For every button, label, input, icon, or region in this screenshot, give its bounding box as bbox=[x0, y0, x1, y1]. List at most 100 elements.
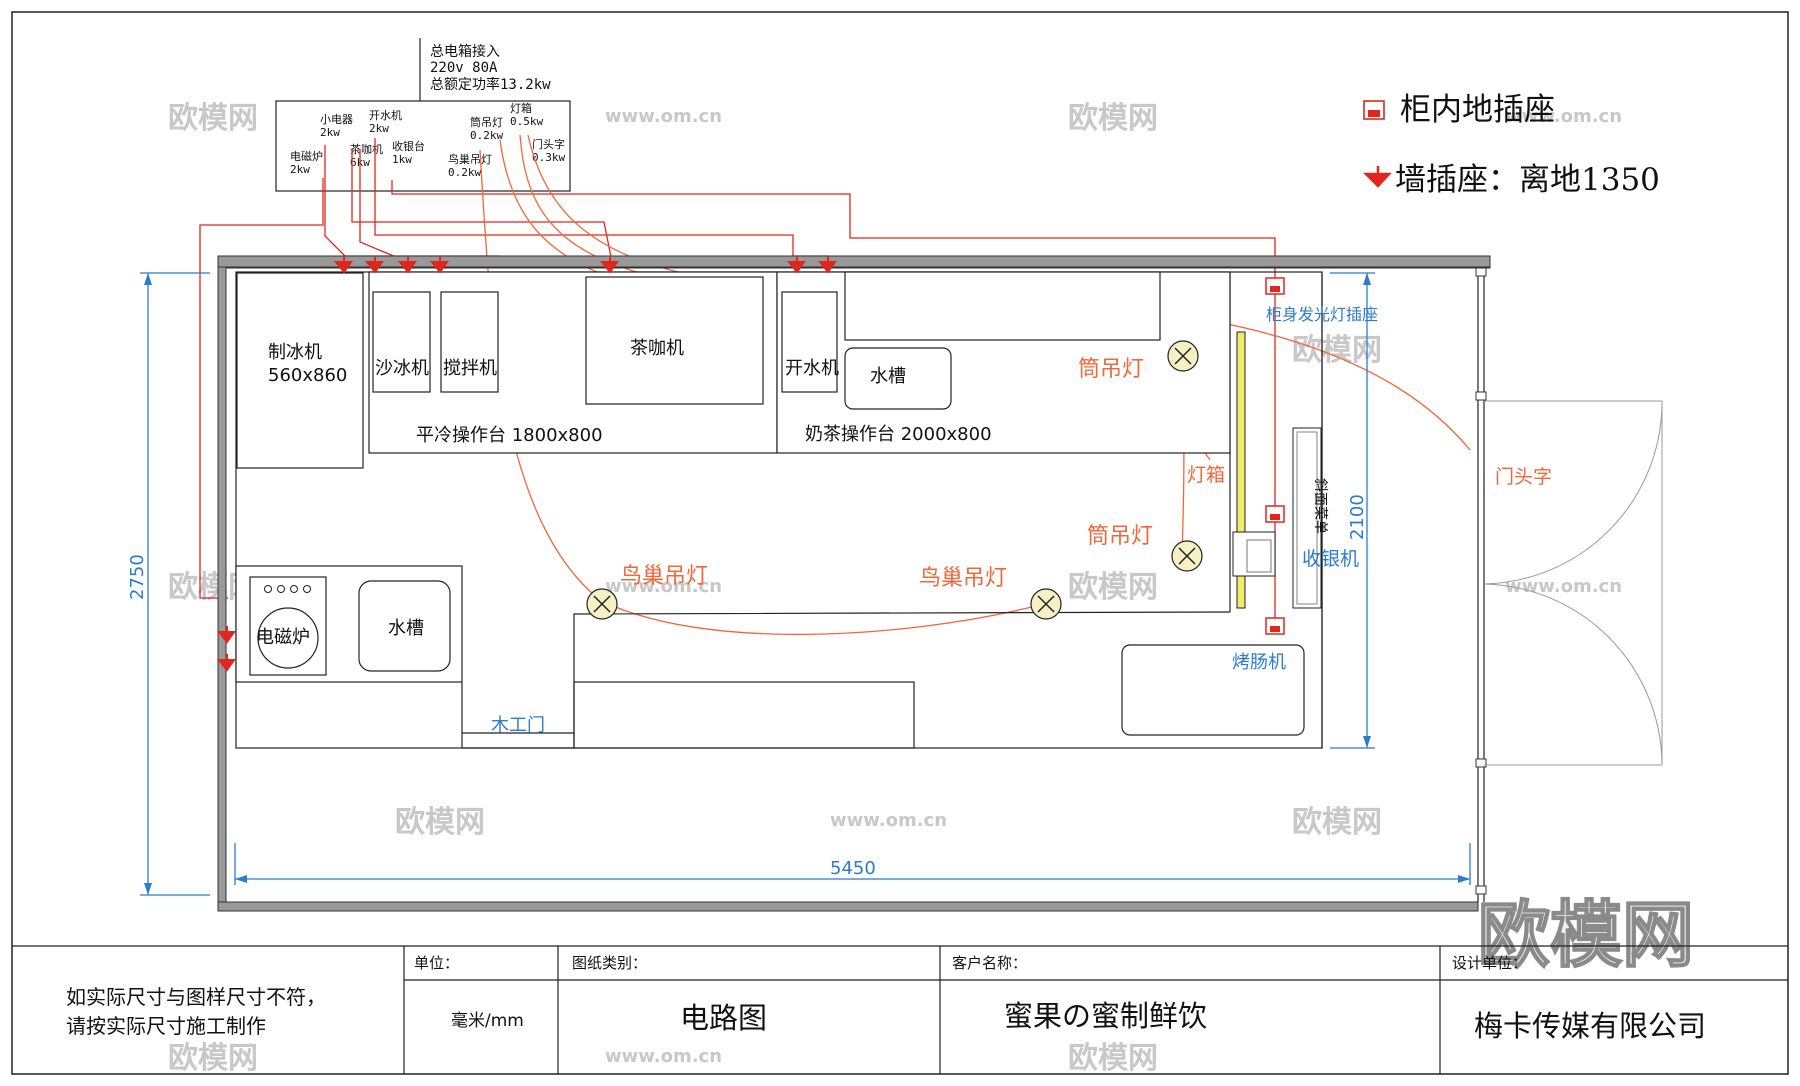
label-tube-light-2: 筒吊灯 bbox=[1087, 524, 1153, 549]
label-milk-tea-counter: 奶茶操作台 2000x800 bbox=[805, 424, 992, 445]
circuit-name: 茶咖机 bbox=[350, 142, 383, 156]
label-door-sign: 门头字 bbox=[1495, 466, 1552, 488]
panel-total-power: 总额定功率13.2kw bbox=[430, 76, 551, 93]
watermark-logo: 欧模网 bbox=[1068, 101, 1158, 136]
watermark-logo: 欧模网 bbox=[168, 101, 258, 136]
circuit-name: 开水机 bbox=[369, 108, 402, 122]
title-block: 如实际尺寸与图样尺寸不符， 请按实际尺寸施工制作 单位： 毫米/mm 图纸类别：… bbox=[12, 945, 1788, 1074]
circuit-name: 门头字 bbox=[532, 137, 565, 151]
label-flat-cooler-counter: 平冷操作台 1800x800 bbox=[416, 425, 603, 446]
watermark-logo: 欧模网 bbox=[1292, 333, 1382, 368]
floor-sockets bbox=[1265, 277, 1285, 635]
label-cabinet-light-socket: 柜身发光灯插座 bbox=[1266, 305, 1378, 324]
wall-socket-icon bbox=[364, 256, 384, 274]
wall-socket-icon bbox=[333, 256, 353, 274]
floor-socket-icon bbox=[1363, 100, 1385, 120]
drawing-type-value: 电路图 bbox=[680, 1001, 767, 1035]
label-induction-cooker: 电磁炉 bbox=[256, 627, 310, 648]
designer-label: 设计单位： bbox=[1452, 954, 1527, 972]
wall-sockets bbox=[216, 256, 837, 672]
unit-value: 毫米/mm bbox=[451, 1011, 524, 1031]
wall-socket-icon bbox=[786, 256, 806, 274]
circuit-name: 鸟巢吊灯 bbox=[448, 152, 492, 166]
circuit-power: 0.2kw bbox=[470, 129, 503, 142]
dimension-width: 5450 bbox=[830, 858, 876, 879]
label-sink-2: 水槽 bbox=[388, 618, 424, 639]
label-blender: 搅拌机 bbox=[443, 358, 497, 379]
drawing-type-label: 图纸类别： bbox=[572, 954, 647, 972]
dimensions: 2750 5450 2100 bbox=[127, 272, 1471, 896]
circuit-power: 0.2kw bbox=[448, 166, 481, 179]
light-fixture-icon bbox=[586, 588, 618, 620]
watermark-big-logo: 欧模网 bbox=[1478, 893, 1694, 977]
label-water-boiler: 开水机 bbox=[785, 358, 839, 379]
panel-voltage: 220v 80A bbox=[430, 60, 498, 76]
wall-socket-icon bbox=[817, 256, 837, 274]
light-fixture-icon bbox=[1030, 588, 1062, 620]
circuit-name: 收银台 bbox=[392, 139, 425, 153]
light-fixture-icon bbox=[1167, 340, 1199, 372]
watermark-logo: 欧模网 bbox=[168, 1041, 258, 1076]
label-ice-machine: 制冰机 bbox=[268, 342, 322, 363]
circuit-power: 0.5kw bbox=[510, 115, 543, 128]
circuit-name: 小电器 bbox=[320, 113, 353, 126]
circuit-name: 筒吊灯 bbox=[470, 115, 503, 129]
watermark-url: www.om.cn bbox=[605, 576, 722, 597]
wall-socket-icon bbox=[599, 256, 619, 274]
legend: 柜内地插座 墙插座：离地1350 bbox=[1362, 92, 1660, 198]
sheet-border bbox=[11, 11, 1789, 1075]
watermark-url: www.om.cn bbox=[830, 810, 947, 831]
label-wood-door: 木工门 bbox=[491, 715, 545, 736]
label-ice-machine-size: 560x860 bbox=[268, 365, 347, 386]
watermark-url: www.om.cn bbox=[605, 106, 722, 127]
legend-floor-socket: 柜内地插座 bbox=[1400, 92, 1555, 128]
circuit-power: 0.3kw bbox=[532, 151, 565, 164]
note-line-2: 请按实际尺寸施工制作 bbox=[66, 1014, 266, 1038]
floor-plan bbox=[217, 255, 1663, 912]
label-lightbox: 灯箱 bbox=[1187, 464, 1225, 486]
wall-socket-icon bbox=[216, 654, 236, 672]
dimension-height: 2750 bbox=[127, 554, 148, 600]
floor-socket-icon bbox=[1265, 617, 1285, 635]
wall-socket-icon bbox=[397, 256, 417, 274]
dimension-inner-height: 2100 bbox=[1347, 494, 1368, 540]
legend-wall-socket: 墙插座：离地1350 bbox=[1395, 162, 1660, 198]
note-line-1: 如实际尺寸与图样尺寸不符， bbox=[66, 985, 326, 1009]
wall-socket-icon bbox=[216, 626, 236, 644]
label-tea-coffee-machine: 茶咖机 bbox=[630, 338, 684, 359]
watermark-logo: 欧模网 bbox=[1068, 570, 1158, 605]
panel-title: 总电箱接入 bbox=[430, 43, 500, 60]
circuit-power: 2kw bbox=[320, 126, 340, 139]
label-smoothie-machine: 沙冰机 bbox=[375, 358, 429, 379]
watermark-url: www.om.cn bbox=[1505, 106, 1622, 127]
circuit-power: 1kw bbox=[392, 153, 412, 166]
watermark-url: www.om.cn bbox=[605, 1046, 722, 1067]
label-cashier: 收银机 bbox=[1302, 548, 1359, 570]
light-fixture-icon bbox=[1171, 540, 1203, 572]
wall-socket-icon bbox=[429, 256, 449, 274]
client-value: 蜜果の蜜制鲜饮 bbox=[1004, 999, 1207, 1033]
client-label: 客户名称： bbox=[952, 954, 1027, 972]
label-tube-light-1: 筒吊灯 bbox=[1078, 357, 1144, 382]
label-sink: 水槽 bbox=[870, 366, 906, 387]
designer-value: 梅卡传媒有限公司 bbox=[1474, 1009, 1706, 1043]
pendant-lights bbox=[586, 340, 1203, 620]
circuit-name: 电磁炉 bbox=[290, 150, 323, 163]
circuit-power: 2kw bbox=[369, 122, 389, 135]
distribution-panel: 总电箱接入 220v 80A 总额定功率13.2kw 小电器 2kw 开水机 2… bbox=[275, 38, 571, 192]
watermark-logo: 欧模网 bbox=[395, 805, 485, 840]
label-menu: 斜面菜单 bbox=[1312, 478, 1328, 534]
floor-socket-icon bbox=[1265, 277, 1285, 295]
watermark-logo: 欧模网 bbox=[1292, 805, 1382, 840]
plan-labels: 制冰机 560x860 沙冰机 搅拌机 茶咖机 开水机 水槽 平冷操作台 180… bbox=[256, 305, 1552, 736]
label-sausage-grill: 烤肠机 bbox=[1232, 652, 1286, 673]
floor-socket-icon bbox=[1265, 505, 1285, 523]
label-nest-light-1: 鸟巢吊灯 bbox=[620, 564, 708, 589]
label-nest-light-2: 鸟巢吊灯 bbox=[919, 566, 1007, 591]
circuit-name: 灯箱 bbox=[510, 101, 532, 115]
unit-label: 单位： bbox=[414, 954, 459, 972]
circuit-power: 2kw bbox=[290, 163, 310, 176]
watermark-logo: 欧模网 bbox=[1068, 1041, 1158, 1076]
wall-socket-icon bbox=[1362, 166, 1392, 188]
